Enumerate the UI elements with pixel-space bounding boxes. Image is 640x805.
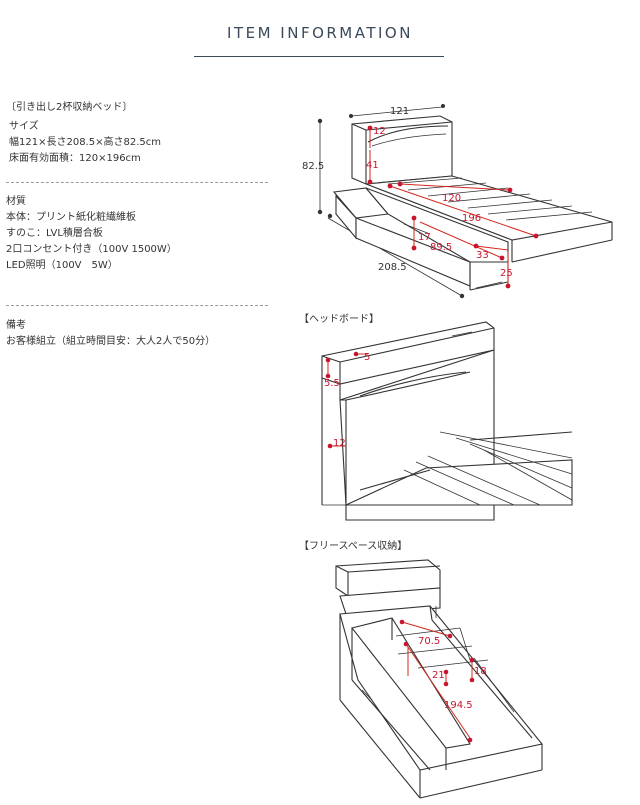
height-label: 82.5 bbox=[302, 161, 324, 172]
size-floor-area: 床面有効面積：120×196cm bbox=[9, 153, 141, 164]
material-slats: すのこ：LVL積層合板 bbox=[6, 228, 103, 239]
length-label: 208.5 bbox=[378, 262, 407, 273]
notes-assembly: お客様組立（組立時間目安：大人2人で50分） bbox=[6, 336, 216, 347]
size-heading: サイズ bbox=[9, 121, 39, 132]
drawer-length-label: 89.5 bbox=[430, 242, 452, 253]
material-body: 本体：プリント紙化粧繊維板 bbox=[6, 212, 136, 223]
material-outlet: 2口コンセント付き（100V 1500W） bbox=[6, 244, 177, 255]
material-heading: 材質 bbox=[6, 196, 26, 207]
inner-width-label: 120 bbox=[442, 193, 461, 204]
page-title: ITEM INFORMATION bbox=[227, 24, 413, 42]
storage-width-label: 70.5 bbox=[418, 636, 440, 647]
material-led: LED照明（100V 5W） bbox=[6, 260, 118, 271]
notes-heading: 備考 bbox=[6, 320, 26, 331]
divider bbox=[6, 305, 268, 306]
drawer-height-label: 17 bbox=[418, 232, 431, 243]
board-label: 12 bbox=[333, 438, 346, 449]
headboard-top-label: 12 bbox=[373, 126, 386, 137]
inner-length-label: 196 bbox=[462, 213, 481, 224]
storage-depth-label: 21 bbox=[432, 670, 445, 681]
drawer-width-label: 33 bbox=[476, 250, 489, 261]
headboard-height-label: 41 bbox=[366, 160, 379, 171]
storage-caption: 【フリースペース収納】 bbox=[299, 541, 408, 552]
underfloor-label: 25 bbox=[500, 268, 513, 279]
headboard-caption: 【ヘッドボード】 bbox=[299, 314, 379, 325]
material-section: 材質 本体：プリント紙化粧繊維板 すのこ：LVL積層合板 2口コンセント付き（1… bbox=[6, 194, 177, 274]
shelf-depth-label: 5 bbox=[364, 352, 370, 363]
product-name: 〔引き出し2杯収納ベッド〕 bbox=[6, 102, 133, 113]
title-underline bbox=[194, 56, 444, 57]
size-section: 〔引き出し2杯収納ベッド〕 サイズ 幅121×長さ208.5×高さ82.5cm … bbox=[6, 100, 161, 167]
storage-height-label: 18 bbox=[474, 666, 487, 677]
storage-length-label: 194.5 bbox=[444, 700, 473, 711]
size-dimensions: 幅121×長さ208.5×高さ82.5cm bbox=[9, 137, 161, 148]
notes-section: 備考 お客様組立（組立時間目安：大人2人で50分） bbox=[6, 318, 215, 350]
shelf-height-label: 5.5 bbox=[324, 378, 340, 389]
divider bbox=[6, 182, 268, 183]
width-label: 121 bbox=[390, 106, 409, 117]
